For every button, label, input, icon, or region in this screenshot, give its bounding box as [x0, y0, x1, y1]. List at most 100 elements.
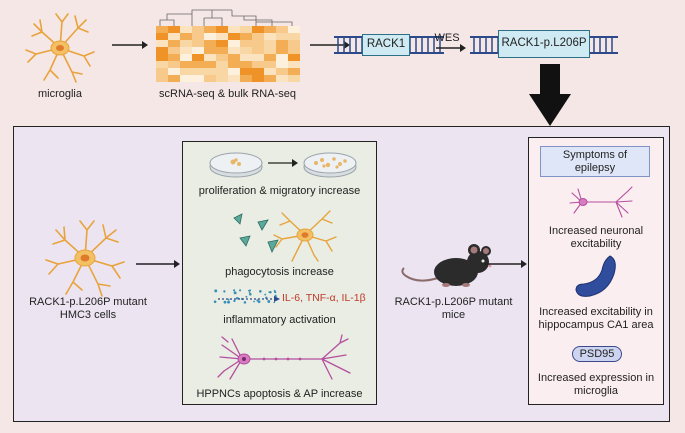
neuronal-label-line2: excitability [570, 238, 622, 250]
heatmap-cell [264, 26, 276, 33]
heatmap-cell [180, 26, 192, 33]
microglia-label: microglia [37, 88, 82, 100]
heatmap-cell [204, 47, 216, 54]
heatmap-cell [276, 33, 288, 40]
heatmap-cell [180, 54, 192, 61]
hmc3-label-line2: HMC3 cells [59, 309, 117, 321]
heatmap-cell [192, 47, 204, 54]
heatmap-cell [228, 61, 240, 68]
phagocytosis-label: phagocytosis increase [225, 266, 334, 278]
center-panel [182, 141, 377, 405]
symptoms-title: Symptoms of epilepsy [540, 146, 650, 177]
neuron-icon [569, 186, 633, 218]
heatmap-cell [192, 40, 204, 47]
heatmap-cell [276, 75, 288, 82]
heatmap-cell [252, 54, 264, 61]
heatmap-cell [216, 47, 228, 54]
symptoms-title-line2: epilepsy [574, 162, 616, 174]
heatmap-cell [240, 68, 252, 75]
heatmap-cell [228, 40, 240, 47]
heatmap-cell [216, 61, 228, 68]
expression-label-line2: microglia [573, 385, 618, 397]
heatmap-cell [156, 54, 168, 61]
cytokines-label: IL-6, TNF-α, IL-1β [282, 292, 366, 304]
hippocampus-icon [575, 255, 616, 297]
proliferation-label: proliferation & migratory increase [198, 185, 361, 197]
heatmap-cell [204, 33, 216, 40]
heatmap-cell [204, 68, 216, 75]
heatmap-cell [288, 61, 300, 68]
microglia-icon [273, 210, 337, 262]
heatmap-cell [168, 47, 180, 54]
heatmap-cell [264, 40, 276, 47]
heatmap-cell [180, 47, 192, 54]
heatmap-cell [156, 33, 168, 40]
heatmap-cell [228, 54, 240, 61]
heatmap-cell [276, 40, 288, 47]
heatmap-cell [264, 75, 276, 82]
heatmap-cell [168, 54, 180, 61]
mouse-label-line2: mice [441, 309, 466, 321]
heatmap-cell [168, 61, 180, 68]
heatmap-cell [240, 26, 252, 33]
heatmap-cell [276, 47, 288, 54]
heatmap-cell [228, 26, 240, 33]
heatmap-cell [204, 54, 216, 61]
heatmap-cell [288, 33, 300, 40]
heatmap-cell [180, 61, 192, 68]
hippocampus-label-line1: Increased excitability in [539, 306, 653, 318]
heatmap-cell [168, 33, 180, 40]
neuron-icon [217, 334, 351, 380]
heatmap-cell [204, 75, 216, 82]
heatmap-cell [156, 75, 168, 82]
heatmap-cell [252, 75, 264, 82]
microglia-icon [45, 220, 125, 297]
heatmap-cell [252, 26, 264, 33]
rnaseq-label: scRNA-seq & bulk RNA-seq [159, 88, 296, 100]
heatmap-cell [252, 61, 264, 68]
heatmap-cell [192, 75, 204, 82]
heatmap-cell [240, 54, 252, 61]
bacteria-icon [233, 213, 279, 253]
heatmap-cell [216, 54, 228, 61]
arrow-icon [485, 260, 527, 268]
arrow-icon [136, 260, 180, 268]
heatmap-cell [204, 26, 216, 33]
arrow-icon [112, 41, 148, 49]
heatmap-cell [156, 47, 168, 54]
heatmap-icon [156, 9, 300, 82]
heatmap-cell [228, 75, 240, 82]
heatmap-cell [252, 33, 264, 40]
heatmap-cell [228, 47, 240, 54]
heatmap-cell [264, 61, 276, 68]
apoptosis-label: HPPNCs apoptosis & AP increase [196, 388, 363, 400]
heatmap-cell [192, 26, 204, 33]
heatmap-cell [264, 68, 276, 75]
heatmap-cell [276, 54, 288, 61]
heatmap-cell [288, 75, 300, 82]
heatmap-cell [288, 68, 300, 75]
heatmap-cell [228, 33, 240, 40]
cytokine-dots-icon [213, 289, 277, 304]
heatmap-cell [288, 47, 300, 54]
heatmap-cell [156, 26, 168, 33]
heatmap-cell [216, 75, 228, 82]
mouse-icon [401, 244, 492, 287]
heatmap-cell [204, 40, 216, 47]
gene-box-rack1: RACK1 [362, 34, 410, 56]
heatmap-cell [168, 40, 180, 47]
heatmap-cell [180, 68, 192, 75]
heatmap-cell [252, 40, 264, 47]
heatmap-cell [156, 40, 168, 47]
heatmap-cell [216, 33, 228, 40]
heatmap-cell [252, 47, 264, 54]
microglia-icon [25, 13, 95, 83]
symptoms-title-line1: Symptoms of [562, 149, 628, 161]
heatmap-cell [180, 40, 192, 47]
heatmap-cell [288, 26, 300, 33]
heatmap-cell [252, 68, 264, 75]
petri-dish-icon [209, 152, 263, 178]
wes-label: WES [434, 32, 460, 44]
heatmap-cell [168, 68, 180, 75]
heatmap-cell [288, 54, 300, 61]
